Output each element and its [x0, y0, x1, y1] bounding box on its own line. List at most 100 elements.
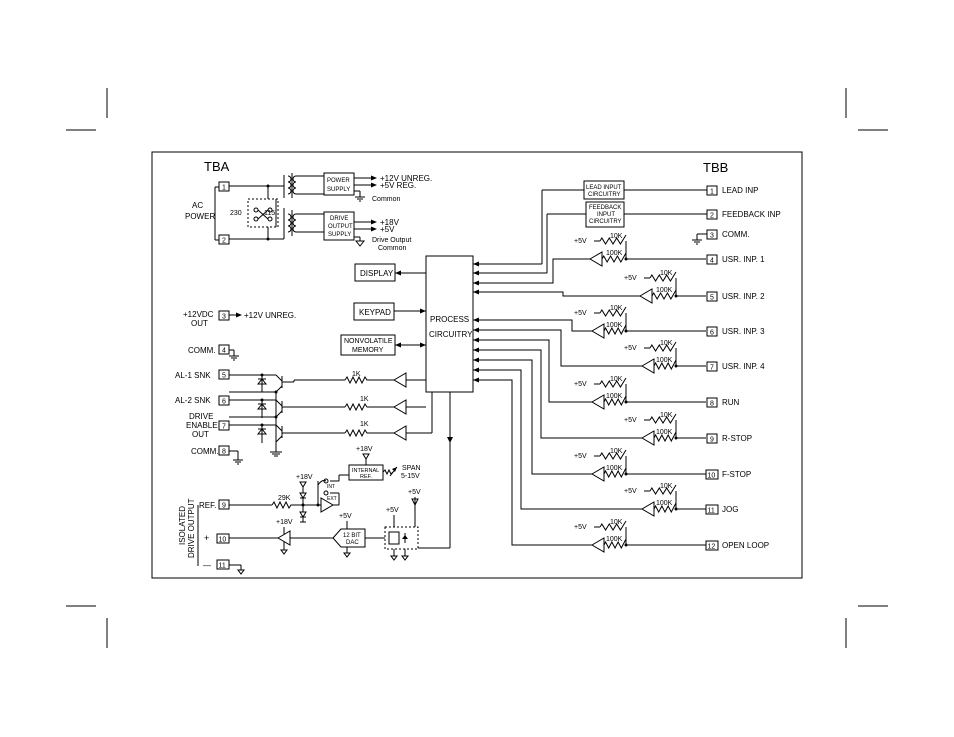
res-100k-label-9: 100K	[606, 536, 623, 543]
ac-power-label-2: POWER	[185, 212, 215, 221]
plus5v-iso: +5V	[386, 507, 399, 514]
display-label: DISPLAY	[360, 269, 394, 278]
dac-label: 12 BIT	[343, 533, 361, 539]
process-arrow-8	[473, 367, 479, 373]
process-arrow-1	[473, 280, 479, 286]
drive-supply-label: DRIVE	[330, 216, 348, 222]
route-to-process-4	[473, 329, 642, 367]
feedback-label-2: INPUT	[597, 212, 615, 218]
svg-text:5: 5	[222, 373, 226, 380]
route-to-process-9	[473, 379, 592, 546]
res-1k-c: 1K	[360, 421, 369, 428]
svg-text:1: 1	[710, 189, 714, 196]
svg-text:USR. INP. 4: USR. INP. 4	[722, 362, 765, 371]
svg-text:6: 6	[222, 399, 226, 406]
diagram-frame	[151, 151, 803, 579]
lead-input-label-2: CIRCUITRY	[588, 192, 621, 198]
res-100k-label-7: 100K	[606, 465, 623, 472]
svg-text:COMM.: COMM.	[722, 230, 750, 239]
tba-terminal-8: 8	[218, 445, 230, 456]
svg-text:1: 1	[222, 185, 226, 192]
res-10k-label-4: 10K	[660, 340, 673, 347]
svg-text:USR. INP. 2: USR. INP. 2	[722, 292, 765, 301]
svg-text:6: 6	[710, 330, 714, 337]
plus5v-label-6: +5V	[624, 417, 637, 424]
dac-label-2: DAC	[346, 540, 359, 546]
plus18v-internal: +18V	[356, 446, 373, 453]
vdc-arrow-label: +12V UNREG.	[244, 311, 296, 320]
svg-text:4: 4	[222, 348, 226, 355]
isolated-drive-output-label: ISOLATED DRIVE OUTPUT	[178, 498, 196, 558]
route-to-process-2	[473, 291, 640, 297]
route-to-process-5	[473, 339, 592, 403]
tbb-terminal-3: 3 COMM.	[706, 229, 750, 240]
route-to-process-8	[473, 369, 642, 510]
res-10k-label-8: 10K	[660, 483, 673, 490]
tba-terminal-4: 4	[218, 344, 230, 355]
tbb-title: TBB	[703, 160, 728, 175]
plus5v-label-7: +5V	[574, 453, 587, 460]
plus5v-dac: +5V	[339, 513, 352, 520]
process-label: PROCESS	[430, 315, 469, 324]
voltage-selector-switch	[229, 185, 284, 240]
svg-text:7: 7	[222, 424, 226, 431]
svg-text:3: 3	[710, 233, 714, 240]
svg-text:JOG: JOG	[722, 505, 738, 514]
input-buffer-6	[641, 430, 655, 446]
input-res-10k-9	[599, 520, 627, 531]
power-transformer	[283, 173, 324, 198]
drive-output-common: Drive Output	[372, 237, 411, 244]
input-res-10k-1	[599, 234, 627, 245]
junction-dot-7	[624, 472, 628, 476]
svg-text:5: 5	[710, 295, 714, 302]
input-buffer-9	[591, 537, 605, 553]
svg-text:8: 8	[222, 449, 226, 456]
power-supply-block	[323, 172, 355, 196]
drive-enable-label-3: OUT	[192, 430, 209, 439]
input-res-10k-5	[599, 377, 627, 388]
input-res-10k-7	[599, 449, 627, 460]
svg-text:8: 8	[710, 401, 714, 408]
out-5v: +5V	[380, 225, 395, 234]
process-arrow-3	[473, 317, 479, 323]
output-resistors	[344, 372, 433, 441]
drive-supply-label-2: OUTPUT	[328, 224, 353, 230]
span-label-2: 5-15V	[401, 473, 420, 480]
internal-ref-block	[348, 464, 384, 481]
drive-enable-label: DRIVE	[189, 412, 213, 421]
input-res-10k-4	[649, 341, 677, 352]
res-10k-label-6: 10K	[660, 412, 673, 419]
res-100k-label-4: 100K	[656, 357, 673, 364]
internal-ref-label-2: REF.	[360, 474, 372, 480]
minus-sign: —	[203, 561, 211, 570]
route-to-process-6	[473, 349, 642, 439]
plus18v-ref: +18V	[296, 474, 313, 481]
process-arrow-4	[473, 327, 479, 333]
drive-transformer	[283, 208, 324, 239]
out-18v: +18V	[380, 218, 400, 227]
process-arrow-2	[473, 289, 479, 295]
input-res-100k-3	[603, 324, 627, 336]
int-label: INT	[327, 484, 335, 490]
crop-marks	[66, 88, 888, 648]
input-res-100k-1	[601, 252, 627, 264]
ref-label: REF.	[199, 501, 216, 510]
feedback-label-3: CIRCUITRY	[589, 219, 622, 225]
drive-output-supply-block	[323, 211, 355, 241]
feedback-label: FEEDBACK	[589, 205, 621, 211]
power-supply-label: POWER	[327, 178, 350, 184]
svg-text:RUN: RUN	[722, 398, 740, 407]
input-buffer-4	[641, 358, 655, 374]
tba-title: TBA	[204, 159, 230, 174]
svg-text:9: 9	[710, 437, 714, 444]
res-100k-label-2: 100K	[656, 287, 673, 294]
switch-115-label: 115	[264, 210, 275, 217]
nonvolatile-label: NONVOLATILE	[344, 338, 393, 345]
res-100k-label-8: 100K	[656, 500, 673, 507]
res-10k-label-5: 10K	[610, 376, 623, 383]
input-buffer-5	[591, 394, 605, 410]
